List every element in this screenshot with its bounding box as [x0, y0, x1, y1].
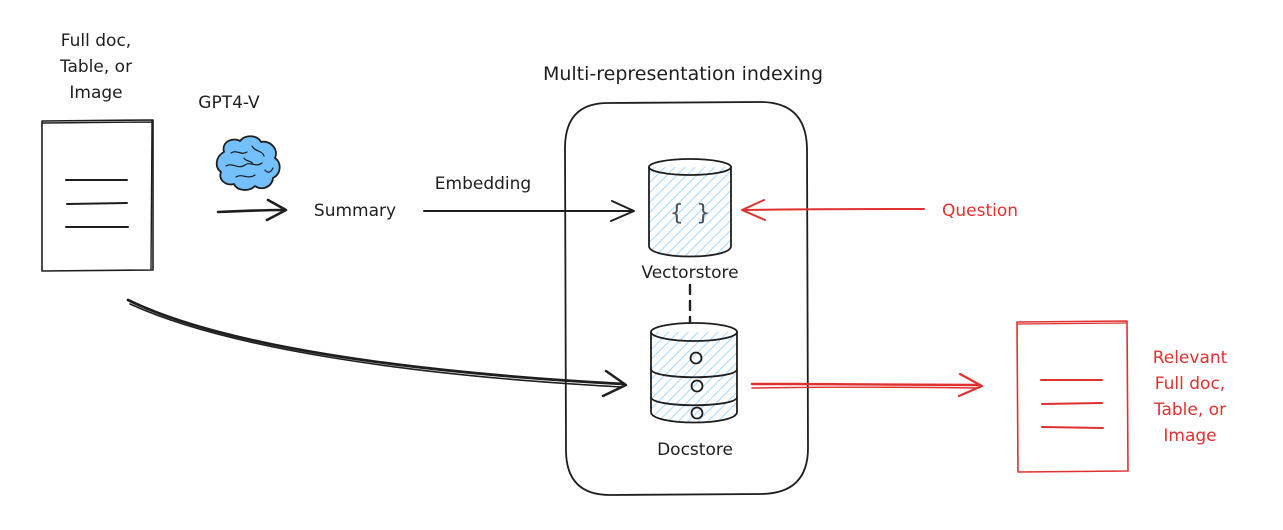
docstore-label: Docstore — [657, 440, 733, 460]
arrow-question-to-vectorstore — [741, 199, 925, 221]
arrow-doc-to-docstore — [126, 298, 628, 398]
result-doc-label-line: Full doc, — [1155, 374, 1225, 394]
docstore-icon — [650, 322, 738, 424]
question-label: Question — [942, 201, 1018, 221]
result-doc-label-line: Table, or — [1153, 400, 1226, 420]
vector-braces-glyph: { } — [670, 201, 710, 226]
source-document-icon — [41, 119, 154, 272]
result-doc-label-line: Image — [1163, 426, 1216, 446]
source-doc-label-line: Full doc, — [61, 31, 131, 51]
source-doc-label: Full doc, Table, or Image — [59, 31, 132, 103]
arrow-to-summary — [216, 198, 288, 222]
vectorstore-label: Vectorstore — [641, 263, 738, 283]
container-title: Multi-representation indexing — [543, 63, 823, 85]
result-doc-label-line: Relevant — [1153, 348, 1228, 368]
source-doc-label-line: Image — [69, 83, 122, 103]
result-doc-label: Relevant Full doc, Table, or Image — [1153, 348, 1228, 446]
arrow-docstore-to-result — [750, 372, 984, 398]
result-document-icon — [1016, 320, 1129, 473]
arrow-embedding-to-vectorstore — [423, 200, 635, 222]
model-label: GPT4-V — [198, 93, 260, 113]
summary-label: Summary — [314, 201, 396, 221]
indexing-container — [564, 101, 809, 496]
source-doc-label-line: Table, or — [59, 57, 132, 77]
vectorstore-icon — [648, 158, 732, 258]
brain-icon — [215, 135, 281, 191]
embedding-label: Embedding — [435, 174, 531, 194]
